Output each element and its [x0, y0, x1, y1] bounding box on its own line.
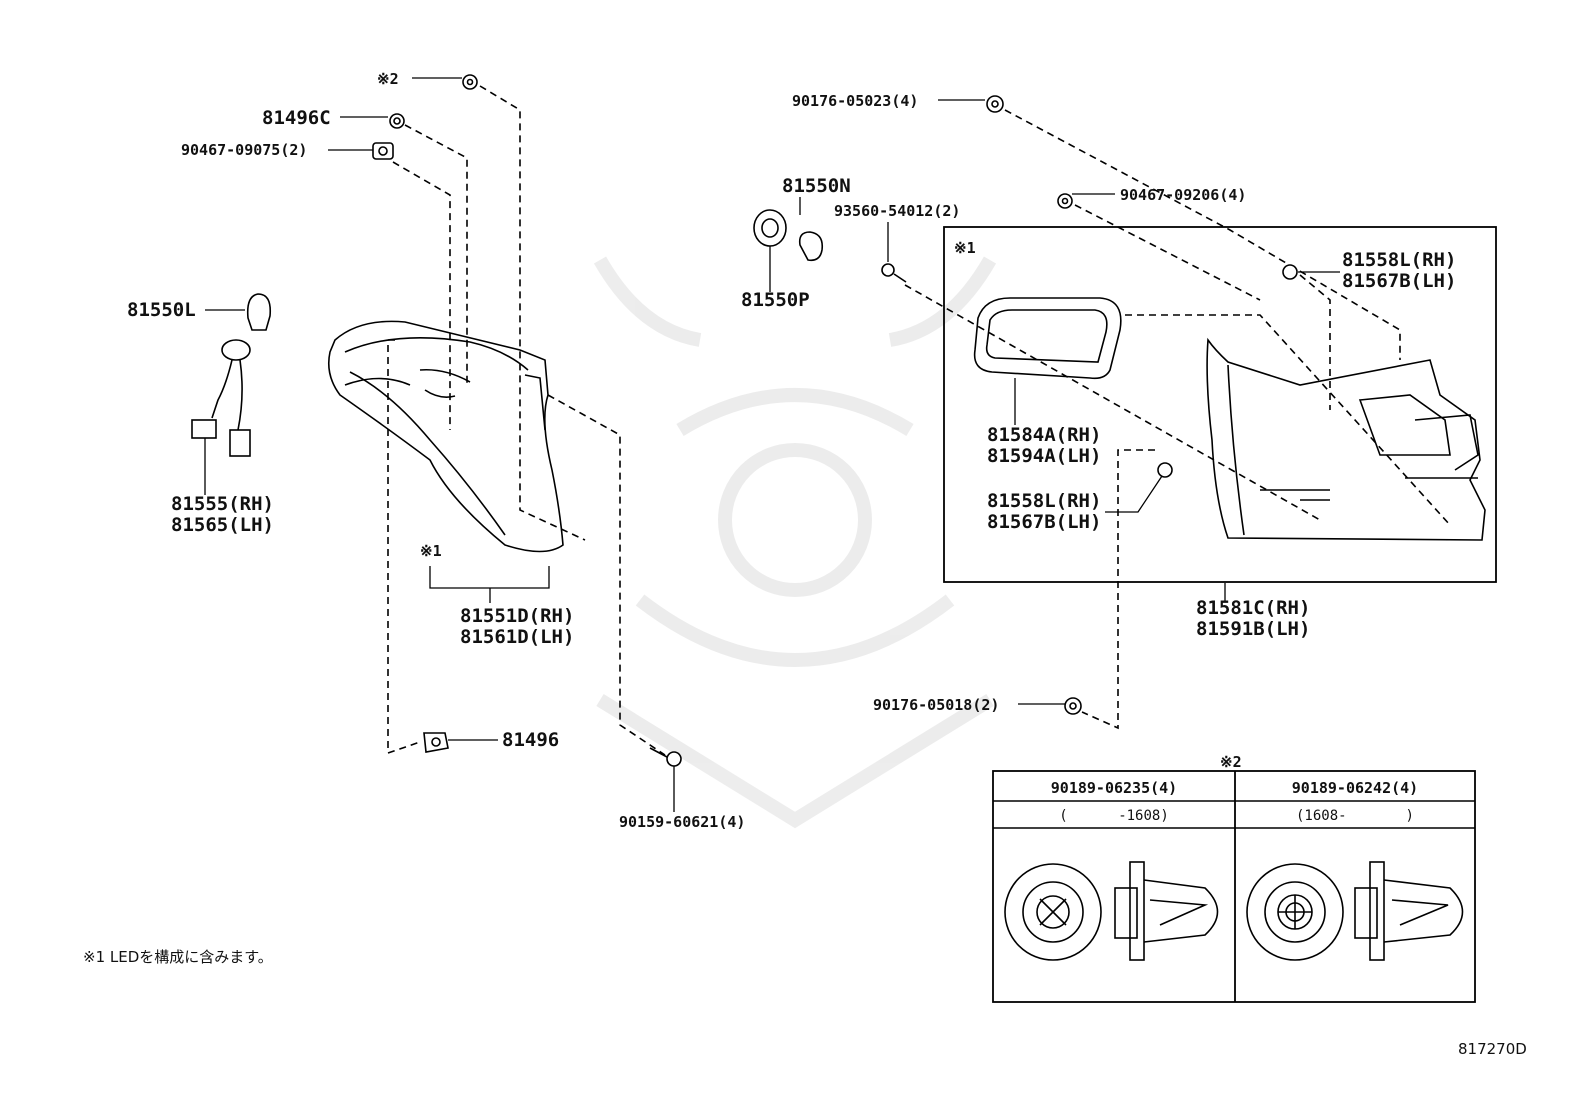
lamp-81551d [327, 320, 564, 553]
label-81565: 81565(LH) [171, 514, 274, 536]
label-81496c: 81496C [262, 107, 331, 129]
label-81594a: 81594A(LH) [987, 445, 1101, 467]
clip-81496 [423, 732, 449, 753]
dashed-leaders [387, 85, 1451, 756]
nut-90467-09075 [372, 142, 394, 160]
clip-90189-06235-drawing [1004, 861, 1219, 961]
label-81550p: 81550P [741, 289, 810, 311]
label-81591b: 81591B(LH) [1196, 618, 1310, 640]
socket-wire-81555 [191, 359, 251, 457]
bulb-81550n [798, 231, 824, 262]
screw-90159 [649, 747, 682, 767]
diagram-code: 817270D [1458, 1040, 1527, 1058]
label-81551d: 81551D(RH) [460, 605, 574, 627]
label-93560: 93560-54012(2) [834, 202, 960, 220]
watermark-logo [593, 256, 997, 829]
label-81584a: 81584A(RH) [987, 424, 1101, 446]
mark-note1-right: ※1 [954, 239, 976, 257]
clip-table [992, 770, 1476, 1003]
lamp-81581c [1206, 337, 1486, 541]
bulb-81550l [221, 293, 272, 361]
label-81581c: 81581C(RH) [1196, 597, 1310, 619]
label-81550l: 81550L [127, 299, 196, 321]
clip-90189-06242-drawing [1246, 861, 1464, 961]
nut-90176-05018 [1064, 697, 1082, 715]
label-81567b-top: 81567B(LH) [1342, 270, 1456, 292]
labels: ※2 81496C 90467-09075(2) 81550L 81555(RH… [83, 70, 1527, 1058]
gasket-81584a [973, 297, 1122, 380]
table-col2-range: (1608- ) [1296, 808, 1414, 824]
mark-note2-table: ※2 [1220, 753, 1242, 771]
table-col1-part: 90189-06235(4) [1051, 779, 1177, 797]
solid-leaders [204, 77, 1340, 812]
mark-note2-top: ※2 [377, 70, 399, 88]
assembly-inset-frame [943, 226, 1497, 583]
mark-note1-left: ※1 [420, 542, 442, 560]
label-90176-05023: 90176-05023(4) [792, 92, 918, 110]
clip-81558l-mid [1157, 462, 1173, 478]
label-81496: 81496 [502, 729, 559, 751]
label-81555: 81555(RH) [171, 493, 274, 515]
label-90159: 90159-60621(4) [619, 813, 745, 831]
label-81550n: 81550N [782, 175, 851, 197]
screw-93560 [881, 263, 907, 283]
label-90467-09075: 90467-09075(2) [181, 141, 307, 159]
table-col2-part: 90189-06242(4) [1292, 779, 1418, 797]
clip-81496c [389, 113, 405, 129]
nut-90467-09206 [1057, 193, 1073, 209]
label-81561d: 81561D(LH) [460, 626, 574, 648]
label-81567b-mid: 81567B(LH) [987, 511, 1101, 533]
nut-90176-05023 [986, 95, 1004, 113]
clip-81558l-top [1282, 264, 1298, 280]
label-90467-09206: 90467-09206(4) [1120, 186, 1246, 204]
label-81558l-mid: 81558L(RH) [987, 490, 1101, 512]
label-90176-05018: 90176-05018(2) [873, 696, 999, 714]
label-81558l-top: 81558L(RH) [1342, 249, 1456, 271]
clip-top [462, 74, 478, 90]
table-col1-range: ( -1608) [1059, 808, 1169, 824]
footnote-led: ※1 LEDを構成に含みます。 [83, 948, 273, 966]
socket-81550p [753, 209, 787, 247]
